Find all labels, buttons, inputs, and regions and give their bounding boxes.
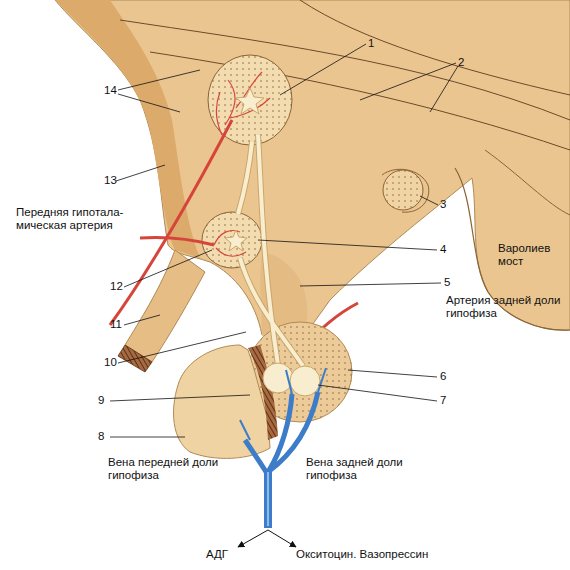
part-label: Артерия задней доли гипофиза (446, 294, 570, 320)
neuron-body (236, 88, 264, 114)
vein-highlight (267, 472, 269, 526)
callout-number: 3 (440, 198, 446, 211)
axon-terminal (290, 366, 320, 396)
callout-number: 12 (110, 280, 123, 293)
part-label: Вена передней доли гипофиза (108, 456, 238, 482)
artery (110, 120, 232, 325)
leader-line (118, 94, 180, 112)
hormone-arrow (238, 530, 268, 547)
callout-number: 9 (98, 394, 104, 407)
part-label: Вена задней доли гипофиза (306, 456, 426, 482)
leader-line (118, 332, 246, 363)
leader-line (124, 315, 160, 325)
callout-number: 7 (440, 394, 446, 407)
leader-line (110, 395, 250, 401)
leader-line (360, 63, 456, 100)
callout-number: 11 (110, 318, 122, 331)
artery (140, 237, 214, 245)
part-label: Окситоцин. Вазопрессин (296, 548, 516, 561)
leader-line (110, 437, 185, 438)
callout-number: 14 (104, 84, 117, 97)
tract-outline (238, 135, 303, 366)
mammillary-outline (382, 169, 429, 212)
nucleus-dots (208, 55, 292, 145)
callout-number: 13 (104, 174, 117, 187)
capillary (214, 231, 246, 257)
part-label: Передняя гипотала- мическая артерия (16, 206, 136, 232)
vein-trunk (264, 470, 272, 528)
mammillary-nucleus (383, 170, 423, 210)
nucleus-dots (202, 212, 262, 268)
leader-line (430, 66, 458, 112)
part-label: Варолиев мост (498, 242, 568, 268)
callout-number: 4 (440, 243, 446, 256)
callout-number: 8 (98, 430, 104, 443)
supraoptic-nucleus (202, 212, 262, 268)
hypothalamus-tissue (55, 0, 570, 335)
leader-lines (110, 44, 458, 437)
neurosecretory-tract (238, 135, 303, 366)
callout-number: 5 (444, 276, 450, 289)
pons-outline (485, 150, 570, 215)
leader-line (116, 165, 165, 181)
leader-line (258, 240, 437, 250)
hormone-arrow (268, 530, 296, 547)
leader-line (420, 196, 438, 205)
fibre-line (300, 0, 570, 95)
venule (240, 368, 326, 440)
callout-number: 6 (440, 370, 446, 383)
paraventricular-nucleus (208, 55, 292, 145)
leader-line (348, 370, 437, 377)
leader-line (118, 70, 200, 90)
neuron-body (225, 230, 247, 251)
leader-line (280, 44, 366, 95)
callout-number: 1 (368, 37, 374, 50)
part-label: АДГ (206, 548, 228, 561)
capillary (216, 72, 270, 135)
leader-line (300, 283, 441, 286)
fibre-line (120, 20, 570, 120)
callout-number: 10 (104, 356, 117, 369)
callout-number: 2 (458, 56, 464, 69)
nucleus-dots (383, 170, 423, 210)
fibre-line (150, 52, 570, 150)
leader-line (318, 385, 437, 401)
leader-line (124, 250, 212, 287)
